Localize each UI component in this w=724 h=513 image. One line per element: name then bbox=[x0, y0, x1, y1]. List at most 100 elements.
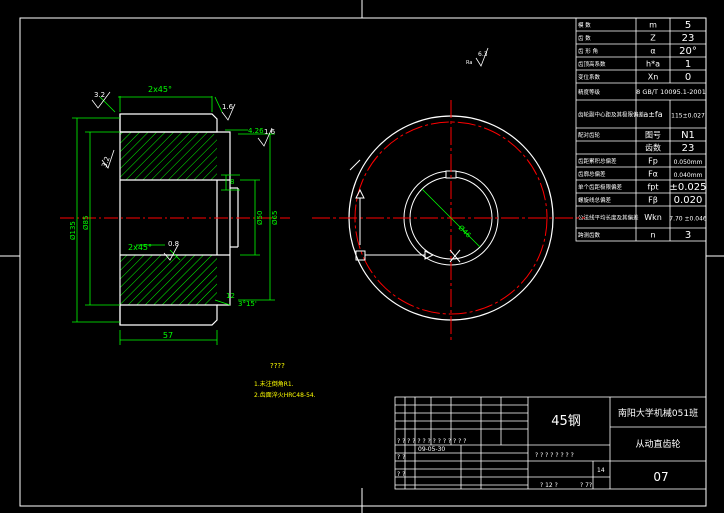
param-symbol: m bbox=[649, 21, 657, 30]
part-name-label: 从动直齿轮 bbox=[635, 438, 680, 450]
param-symbol: α bbox=[650, 47, 655, 56]
param-value: 0 bbox=[685, 72, 691, 83]
param-value: 0.040mm bbox=[674, 172, 703, 179]
param-row: 齿 形 角 α 20° bbox=[576, 43, 706, 57]
param-name: 精度等级 bbox=[578, 88, 601, 96]
roughness-bore-value: 3.2 bbox=[100, 155, 111, 168]
dimension-lines bbox=[72, 96, 275, 345]
sheet-total: 14 bbox=[597, 467, 605, 474]
param-row: 精度等级 8 GB/T 10095.1-2001 bbox=[576, 82, 706, 100]
param-name: 螺旋线总偏差 bbox=[578, 196, 612, 204]
section-view: 2x45° 2x45° 4.26 8 57 3°15' 12 Ø135 Ø85 … bbox=[60, 85, 290, 345]
param-value: 5 bbox=[685, 20, 691, 31]
param-symbol: Fβ bbox=[648, 196, 658, 205]
param-value: 23 bbox=[682, 33, 695, 44]
front-view: Ø46 6.3 Ra bbox=[312, 47, 585, 340]
dim-bottom-12: 12 bbox=[226, 292, 235, 300]
param-value: 0.050mm bbox=[674, 159, 703, 166]
dim-outer-diameter: Ø135 bbox=[69, 221, 77, 240]
param-value: ±0.025 bbox=[669, 182, 706, 193]
param-symbol: 齿数 bbox=[645, 143, 661, 153]
chamfer-top-label: 2x45° bbox=[148, 85, 172, 94]
dim-top-small: 4.26 bbox=[248, 127, 264, 135]
school-label: 南阳大学机械051班 bbox=[618, 407, 698, 419]
param-value: 8 GB/T 10095.1-2001 bbox=[636, 88, 706, 96]
param-symbol: Z bbox=[650, 34, 656, 43]
title-block-row-1: ? ? ? ? ? ? ? ? ? ? ? ? ? ? bbox=[397, 438, 466, 445]
param-symbol: n bbox=[650, 231, 655, 240]
roughness-right-value: 1.6 bbox=[264, 128, 276, 136]
section-hatch-bottom bbox=[120, 255, 217, 305]
param-name: 齿顶高系数 bbox=[578, 60, 606, 68]
material-label: 45钢 bbox=[551, 414, 581, 429]
param-name: 模 数 bbox=[578, 21, 591, 29]
param-value: N1 bbox=[681, 130, 695, 141]
dim-hub-diameter: Ø65 bbox=[271, 211, 279, 225]
param-value: 23 bbox=[682, 143, 695, 154]
param-name: 变位系数 bbox=[578, 73, 601, 81]
section-outline bbox=[119, 113, 239, 326]
param-value: 115±0.027 bbox=[671, 113, 705, 120]
param-symbol: Wkn bbox=[644, 213, 662, 222]
bottom-left-cell: ? ? bbox=[397, 471, 405, 478]
param-value: 3 bbox=[685, 230, 691, 241]
roughness-top-left-value: 3.2 bbox=[94, 91, 105, 99]
param-symbol: fpt bbox=[647, 183, 658, 192]
param-row: 配对齿轮 图号 N1 bbox=[576, 127, 706, 141]
param-row: 单个齿距极限偏差 fpt ±0.025 bbox=[576, 179, 707, 193]
dim-bore-diameter: Ø50 bbox=[256, 211, 264, 225]
dim-bore-diag-line bbox=[421, 188, 481, 248]
param-name: 齿 数 bbox=[578, 34, 591, 42]
designer-label: ? ? bbox=[397, 454, 405, 461]
param-row: 齿顶高系数 h*a 1 bbox=[576, 56, 706, 70]
param-name: 单个齿距极限偏差 bbox=[578, 183, 623, 191]
dim-keyway: 8 bbox=[230, 178, 234, 186]
param-name: 齿 形 角 bbox=[578, 47, 598, 55]
scale-row: ? ? ? ? ? ? ? ? bbox=[535, 452, 574, 459]
title-block-text: 45钢 南阳大学机械051班 从动直齿轮 07 ? ? ? ? ? ? ? ? … bbox=[397, 407, 698, 489]
section-hatch-top bbox=[120, 132, 217, 180]
bottom-mid-cell: ? 12 ? bbox=[540, 482, 558, 489]
param-value: 7.70 ±0.046 bbox=[669, 216, 707, 223]
param-row: 跨测齿数 n 3 bbox=[576, 227, 706, 241]
param-symbol: 图号 bbox=[645, 131, 661, 140]
param-row: 齿数 23 bbox=[576, 140, 706, 154]
param-value: 1 bbox=[685, 59, 691, 70]
title-block bbox=[394, 396, 707, 490]
roughness-label: Ra bbox=[466, 60, 472, 66]
roughness-symbol bbox=[91, 91, 273, 261]
param-symbol: h*a bbox=[646, 60, 660, 69]
param-row: 模 数 m 5 bbox=[578, 18, 691, 31]
param-value: 20° bbox=[679, 46, 697, 57]
bottom-right-cell: ? 7? bbox=[580, 482, 592, 489]
param-symbol: Xn bbox=[648, 73, 659, 82]
notes-title: ???? bbox=[270, 362, 285, 370]
param-name: 跨测齿数 bbox=[578, 231, 601, 239]
notes-line-2: 2.齿面淬火HRC48-54. bbox=[254, 391, 316, 399]
param-name: 公法线平均长度及其偏差 bbox=[578, 214, 639, 222]
param-row: 公法线平均长度及其偏差 Wkn 7.70 ±0.046 bbox=[576, 205, 707, 228]
date-label: 09-05-30 bbox=[418, 446, 445, 453]
param-name: 配对齿轮 bbox=[578, 131, 601, 139]
dim-bottom-right: 3°15' bbox=[238, 300, 257, 308]
dim-root-diameter: Ø85 bbox=[82, 216, 90, 230]
roughness-bore-inner-value: 0.8 bbox=[168, 240, 179, 248]
param-name: 齿轮副中心距及其极限偏差 bbox=[578, 111, 645, 119]
notes-line-1: 1.未注倒角R1. bbox=[254, 380, 294, 388]
param-symbol: a±fa bbox=[643, 110, 662, 119]
param-row: 齿 数 Z 23 bbox=[576, 30, 706, 44]
roughness-symbol bbox=[475, 47, 489, 67]
cutting-plane-arrow bbox=[349, 159, 461, 263]
param-name: 齿廓总偏差 bbox=[578, 170, 606, 178]
dim-width: 57 bbox=[163, 331, 173, 340]
chamfer-bottom-label: 2x45° bbox=[128, 243, 152, 252]
drawing-number: 07 bbox=[653, 470, 668, 484]
param-row: 螺旋线总偏差 Fβ 0.020 bbox=[576, 192, 706, 206]
param-value: 0.020 bbox=[674, 195, 703, 206]
